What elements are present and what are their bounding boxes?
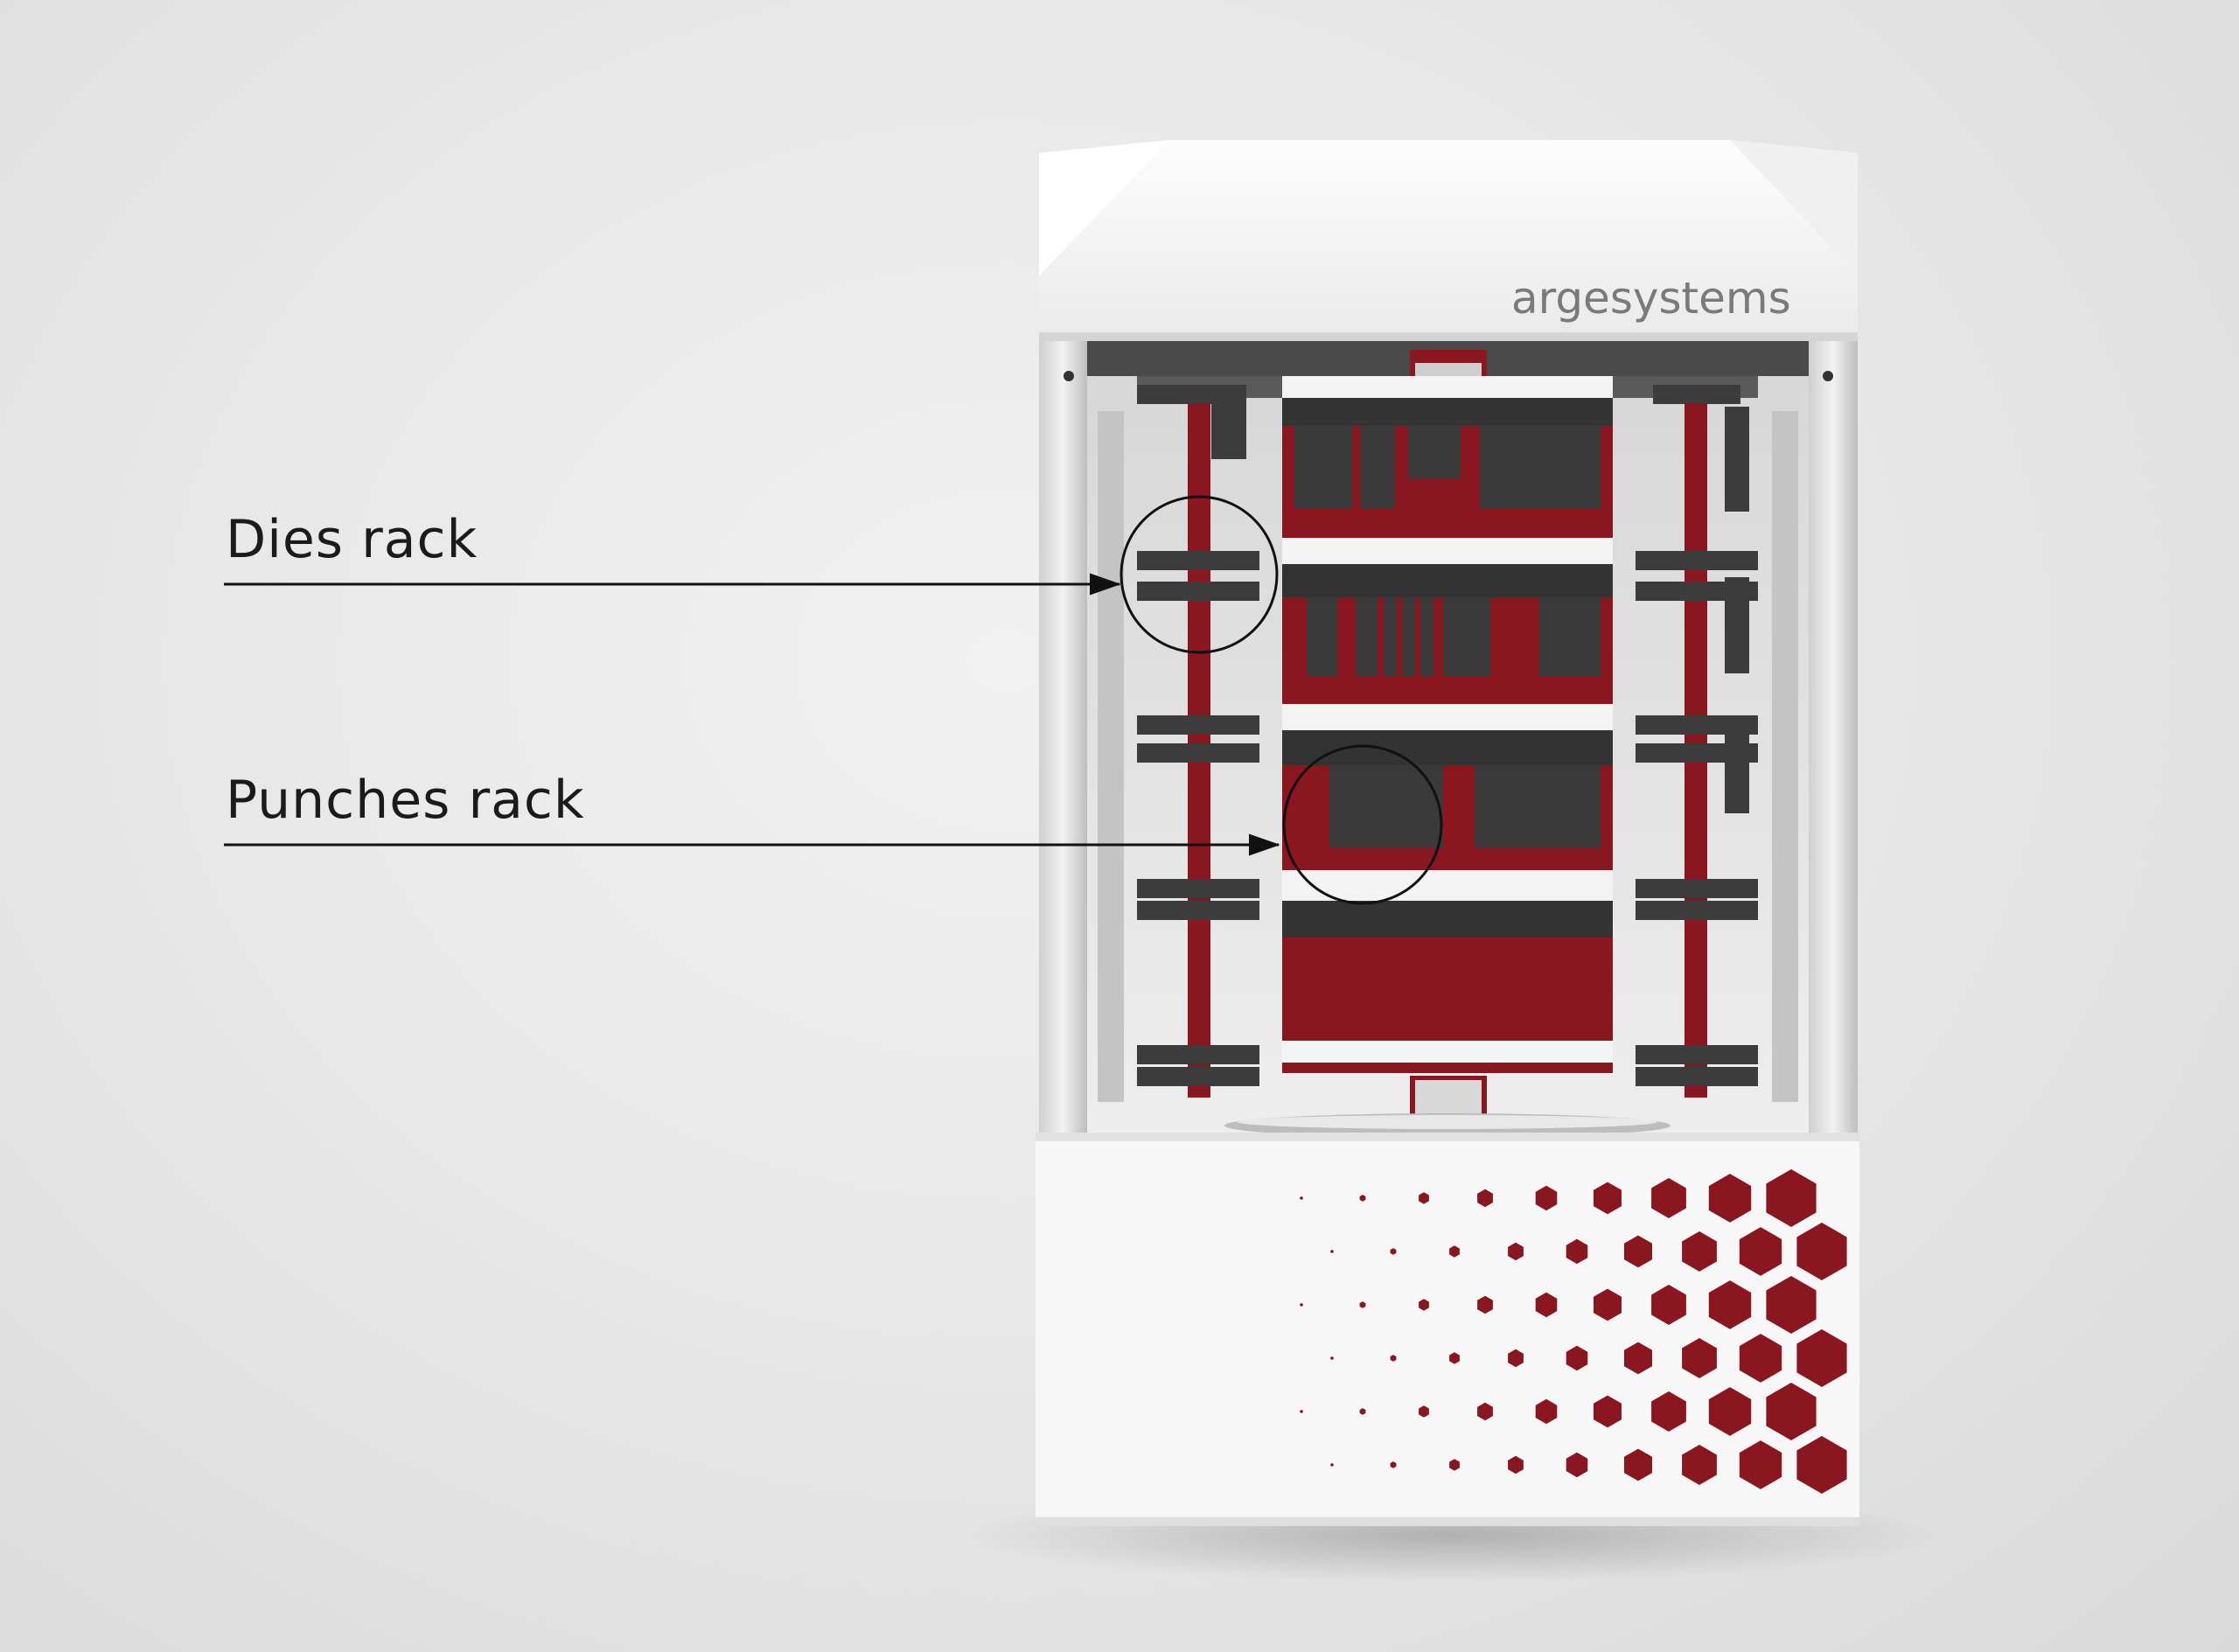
hexagon-cell — [1624, 1448, 1652, 1481]
hexagon-cell — [1594, 1181, 1622, 1215]
hexagon-cell — [1477, 1402, 1493, 1421]
hexagon-cell — [1796, 1223, 1847, 1280]
hexagon-cell — [1300, 1196, 1303, 1200]
hexagon-cell — [1535, 1398, 1558, 1425]
hexagon-cell — [1766, 1276, 1817, 1334]
hexagon-cell — [1682, 1338, 1717, 1378]
hexagon-cell — [1682, 1231, 1717, 1272]
hexagon-cell — [1449, 1459, 1460, 1471]
hexagon-cell — [1330, 1463, 1334, 1467]
hexagon-cell — [1477, 1188, 1493, 1208]
hexagon-cell — [1419, 1192, 1429, 1204]
hexagon-cell — [1796, 1436, 1847, 1494]
hexagon-cell — [1708, 1387, 1752, 1436]
hexagon-cell — [1300, 1303, 1303, 1307]
hexagon-cell — [1739, 1440, 1782, 1489]
punches-rack-label: Punches rack — [226, 770, 585, 831]
hexagon-cell — [1508, 1349, 1524, 1368]
callout-dies — [224, 495, 1279, 654]
hexagon-cell — [1449, 1352, 1460, 1364]
hexagon-cell — [1708, 1280, 1752, 1329]
hexagon-cell — [1651, 1285, 1686, 1325]
hexagon-cell — [1651, 1391, 1686, 1432]
hexagon-cell — [1739, 1227, 1782, 1276]
hexagon-cell — [1419, 1299, 1429, 1311]
machine-roof — [1039, 140, 1858, 343]
hexagon-cell — [1594, 1395, 1622, 1428]
hexagon-cell — [1419, 1405, 1429, 1418]
hexagon-cell — [1359, 1301, 1366, 1308]
tool-magazine — [1282, 376, 1613, 1076]
hexagon-cell — [1651, 1178, 1686, 1218]
hexagon-cell — [1359, 1408, 1366, 1415]
dies-circle-highlight-icon — [1120, 495, 1279, 654]
hexagon-cell — [1796, 1329, 1847, 1387]
brand-logo: argesystems — [1511, 273, 1791, 324]
hexagon-cell — [1449, 1245, 1460, 1258]
hexagon-cell — [1766, 1169, 1817, 1227]
hexagon-cell — [1330, 1250, 1334, 1253]
hexagon-cell — [1739, 1334, 1782, 1383]
hexagon-cell — [1594, 1288, 1622, 1321]
hexagon-cell — [1359, 1195, 1366, 1202]
hexagon-cell — [1624, 1235, 1652, 1268]
hexagon-cell — [1390, 1248, 1397, 1255]
hexagon-cell — [1624, 1342, 1652, 1375]
hexagon-cell — [1330, 1356, 1334, 1360]
hexagon-cell — [1708, 1174, 1752, 1223]
hexagon-cell — [1477, 1295, 1493, 1314]
right-rack-clamps — [1636, 385, 1758, 1086]
hexagon-cell — [1682, 1445, 1717, 1485]
left-rack-clamps — [1137, 385, 1259, 1086]
dies-rack-label: Dies rack — [226, 509, 478, 570]
hexagon-cell — [1508, 1242, 1524, 1261]
hexagon-cell — [1766, 1383, 1817, 1440]
callout-punches — [224, 744, 1443, 905]
hexagon-pattern-icon — [1300, 1169, 1847, 1494]
hexagon-cell — [1390, 1461, 1397, 1468]
machine-base — [1036, 1133, 1859, 1526]
hexagon-cell — [1508, 1455, 1524, 1474]
hexagon-cell — [1566, 1452, 1588, 1478]
punches-circle-highlight-icon — [1282, 744, 1443, 905]
hexagon-cell — [1300, 1410, 1303, 1413]
hexagon-cell — [1535, 1292, 1558, 1318]
red-rails — [1188, 385, 1707, 1098]
hexagon-cell — [1390, 1355, 1397, 1362]
hexagon-cell — [1535, 1185, 1558, 1211]
hexagon-cell — [1566, 1345, 1588, 1371]
hexagon-cell — [1566, 1238, 1588, 1265]
